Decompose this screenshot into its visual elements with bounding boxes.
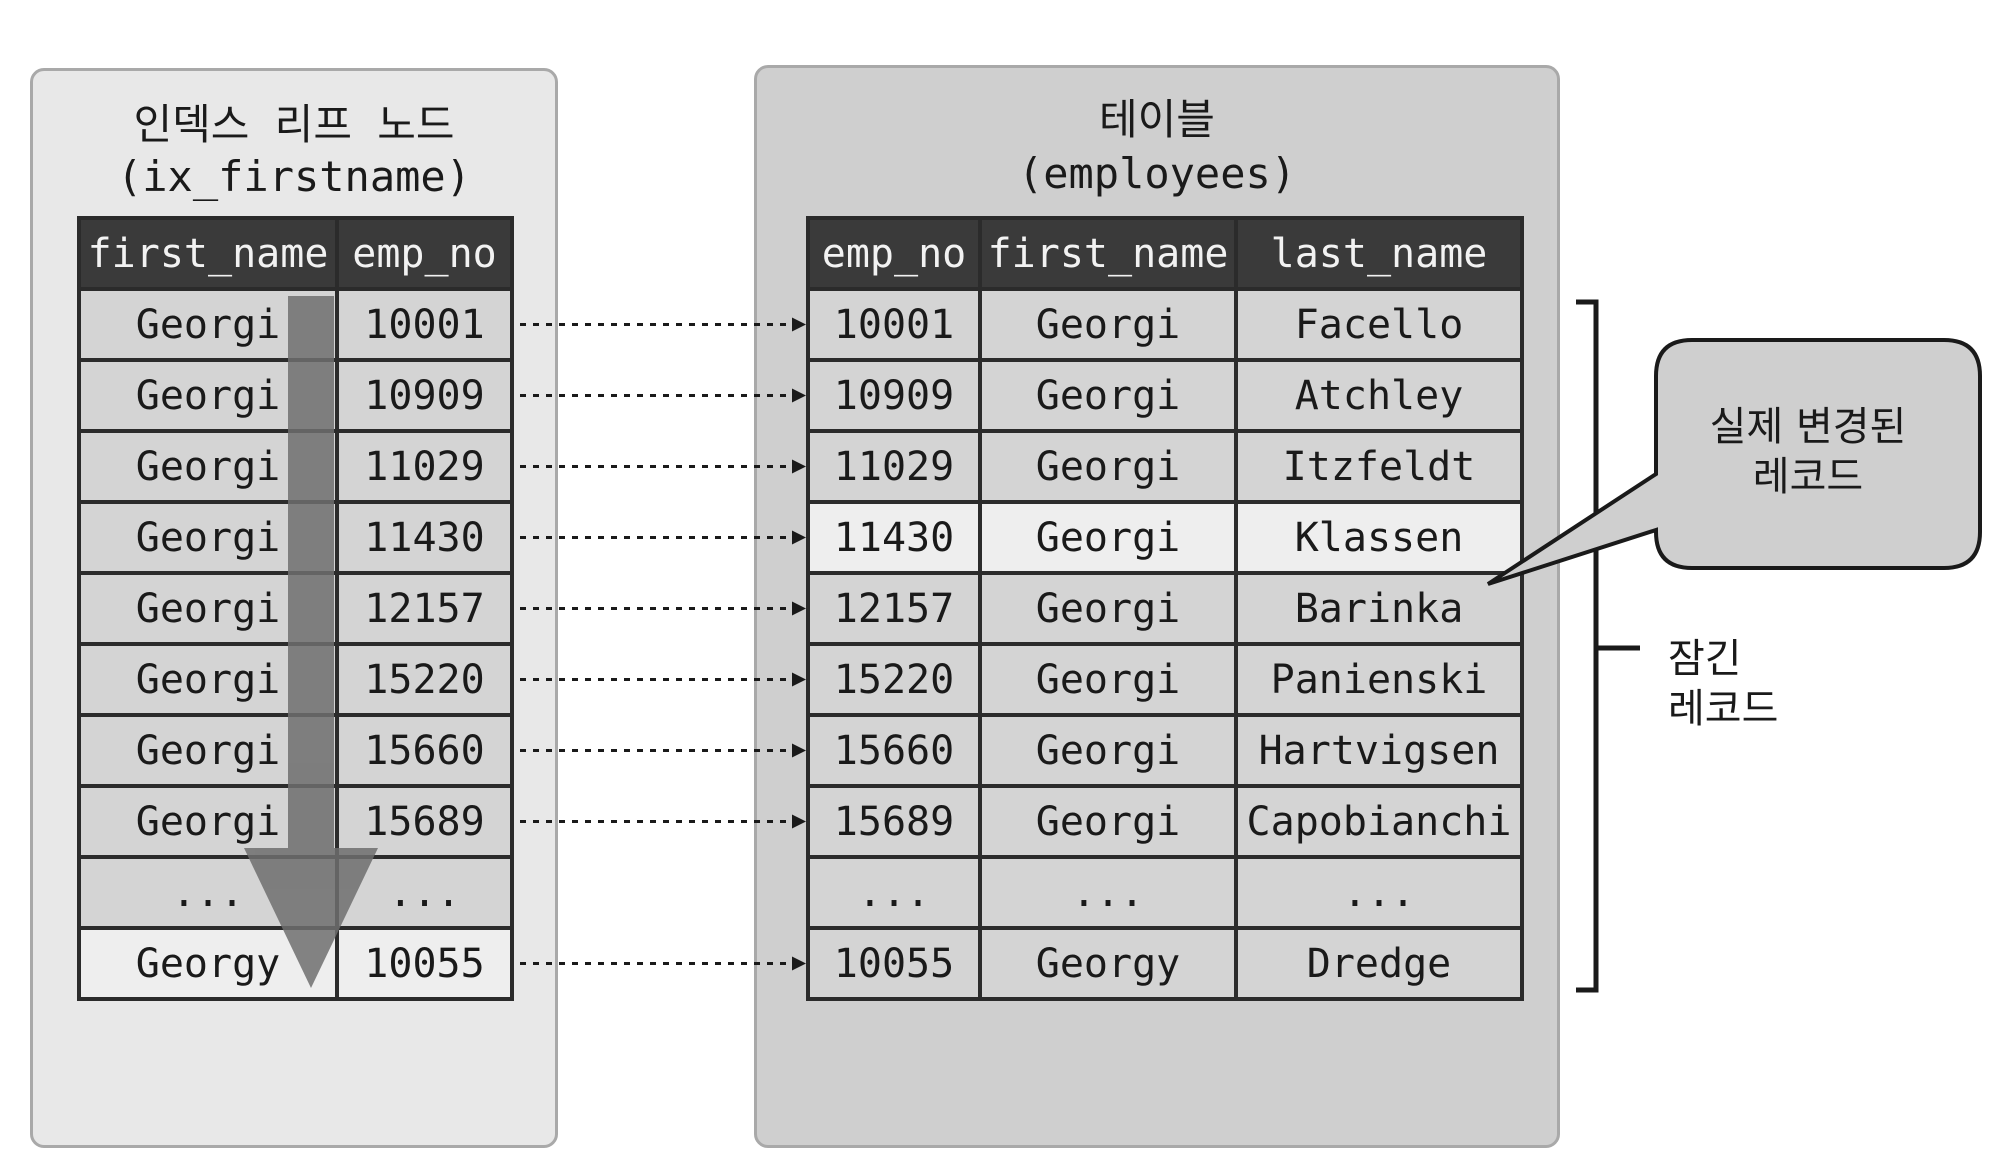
locked-records-label: 잠긴 레코드 — [1668, 634, 1818, 734]
callout-line: 실제 변경된 — [1709, 404, 1907, 450]
employees-cell: 10001 — [806, 287, 982, 362]
employees-cell: ... — [978, 855, 1238, 930]
locked-records-bracket — [1576, 299, 1640, 993]
table-panel-subtitle: (employees) — [1017, 149, 1297, 198]
employees-cell: 10055 — [806, 926, 982, 1001]
employees-cell: Georgi — [978, 358, 1238, 433]
employees-cell: Dredge — [1234, 926, 1524, 1001]
employees-cell: Georgi — [978, 287, 1238, 362]
employees-cell: Itzfeldt — [1234, 429, 1524, 504]
index-col-header: first_name — [77, 216, 339, 291]
employees-cell: Georgy — [978, 926, 1238, 1001]
employees-cell: Barinka — [1234, 571, 1524, 646]
employees-cell: Georgi — [978, 642, 1238, 717]
employees-cell: Facello — [1234, 287, 1524, 362]
employees-cell: 10909 — [806, 358, 982, 433]
index-header-row: first_name emp_no — [77, 216, 514, 291]
employees-cell: Georgi — [978, 784, 1238, 859]
employees-cell: Atchley — [1234, 358, 1524, 433]
employees-cell: Capobianchi — [1234, 784, 1524, 859]
index-cell: 11430 — [335, 500, 514, 575]
employees-cell: ... — [806, 855, 982, 930]
index-row: ...... — [77, 855, 514, 930]
employees-header-row: emp_no first_name last_name — [806, 216, 1524, 291]
employees-cell: 15220 — [806, 642, 982, 717]
pointer-arrows — [520, 317, 806, 971]
employees-cell: 15689 — [806, 784, 982, 859]
locked-label-line: 잠긴 — [1668, 636, 1742, 682]
employees-cell: ... — [1234, 855, 1524, 930]
employees-cell: Georgi — [978, 571, 1238, 646]
index-cell: 10001 — [335, 287, 514, 362]
locked-label-line: 레코드 — [1668, 686, 1779, 732]
table-panel-title: 테이블 — [1099, 95, 1215, 144]
callout-line: 레코드 — [1752, 454, 1864, 500]
employees-cell: Klassen — [1234, 500, 1524, 575]
employees-cell: Hartvigsen — [1234, 713, 1524, 788]
changed-record-callout-text: 실제 변경된 레코드 — [1648, 402, 1968, 502]
employees-cell: Panienski — [1234, 642, 1524, 717]
employees-col-header: emp_no — [806, 216, 982, 291]
index-cell: 15660 — [335, 713, 514, 788]
employees-cell: 11430 — [806, 500, 982, 575]
index-cell: 15220 — [335, 642, 514, 717]
employees-col-header: first_name — [978, 216, 1238, 291]
changed-record-callout-bubble — [1486, 338, 1982, 586]
employees-cell: Georgi — [978, 500, 1238, 575]
index-cell: 11029 — [335, 429, 514, 504]
employees-cell: 12157 — [806, 571, 982, 646]
employees-cell: Georgi — [978, 713, 1238, 788]
employees-cell: 11029 — [806, 429, 982, 504]
employees-cell: Georgi — [978, 429, 1238, 504]
index-cell: 10055 — [335, 926, 514, 1001]
index-panel-title: 인덱스 리프 노드 — [133, 100, 455, 149]
index-col-header: emp_no — [335, 216, 514, 291]
employees-col-header: last_name — [1234, 216, 1524, 291]
employees-row: ......... — [806, 855, 1524, 930]
index-cell: 12157 — [335, 571, 514, 646]
employees-cell: 15660 — [806, 713, 982, 788]
index-panel-subtitle: (ix_firstname) — [116, 152, 471, 201]
scan-arrow-icon — [244, 296, 378, 988]
index-cell: 10909 — [335, 358, 514, 433]
index-cell: 15689 — [335, 784, 514, 859]
